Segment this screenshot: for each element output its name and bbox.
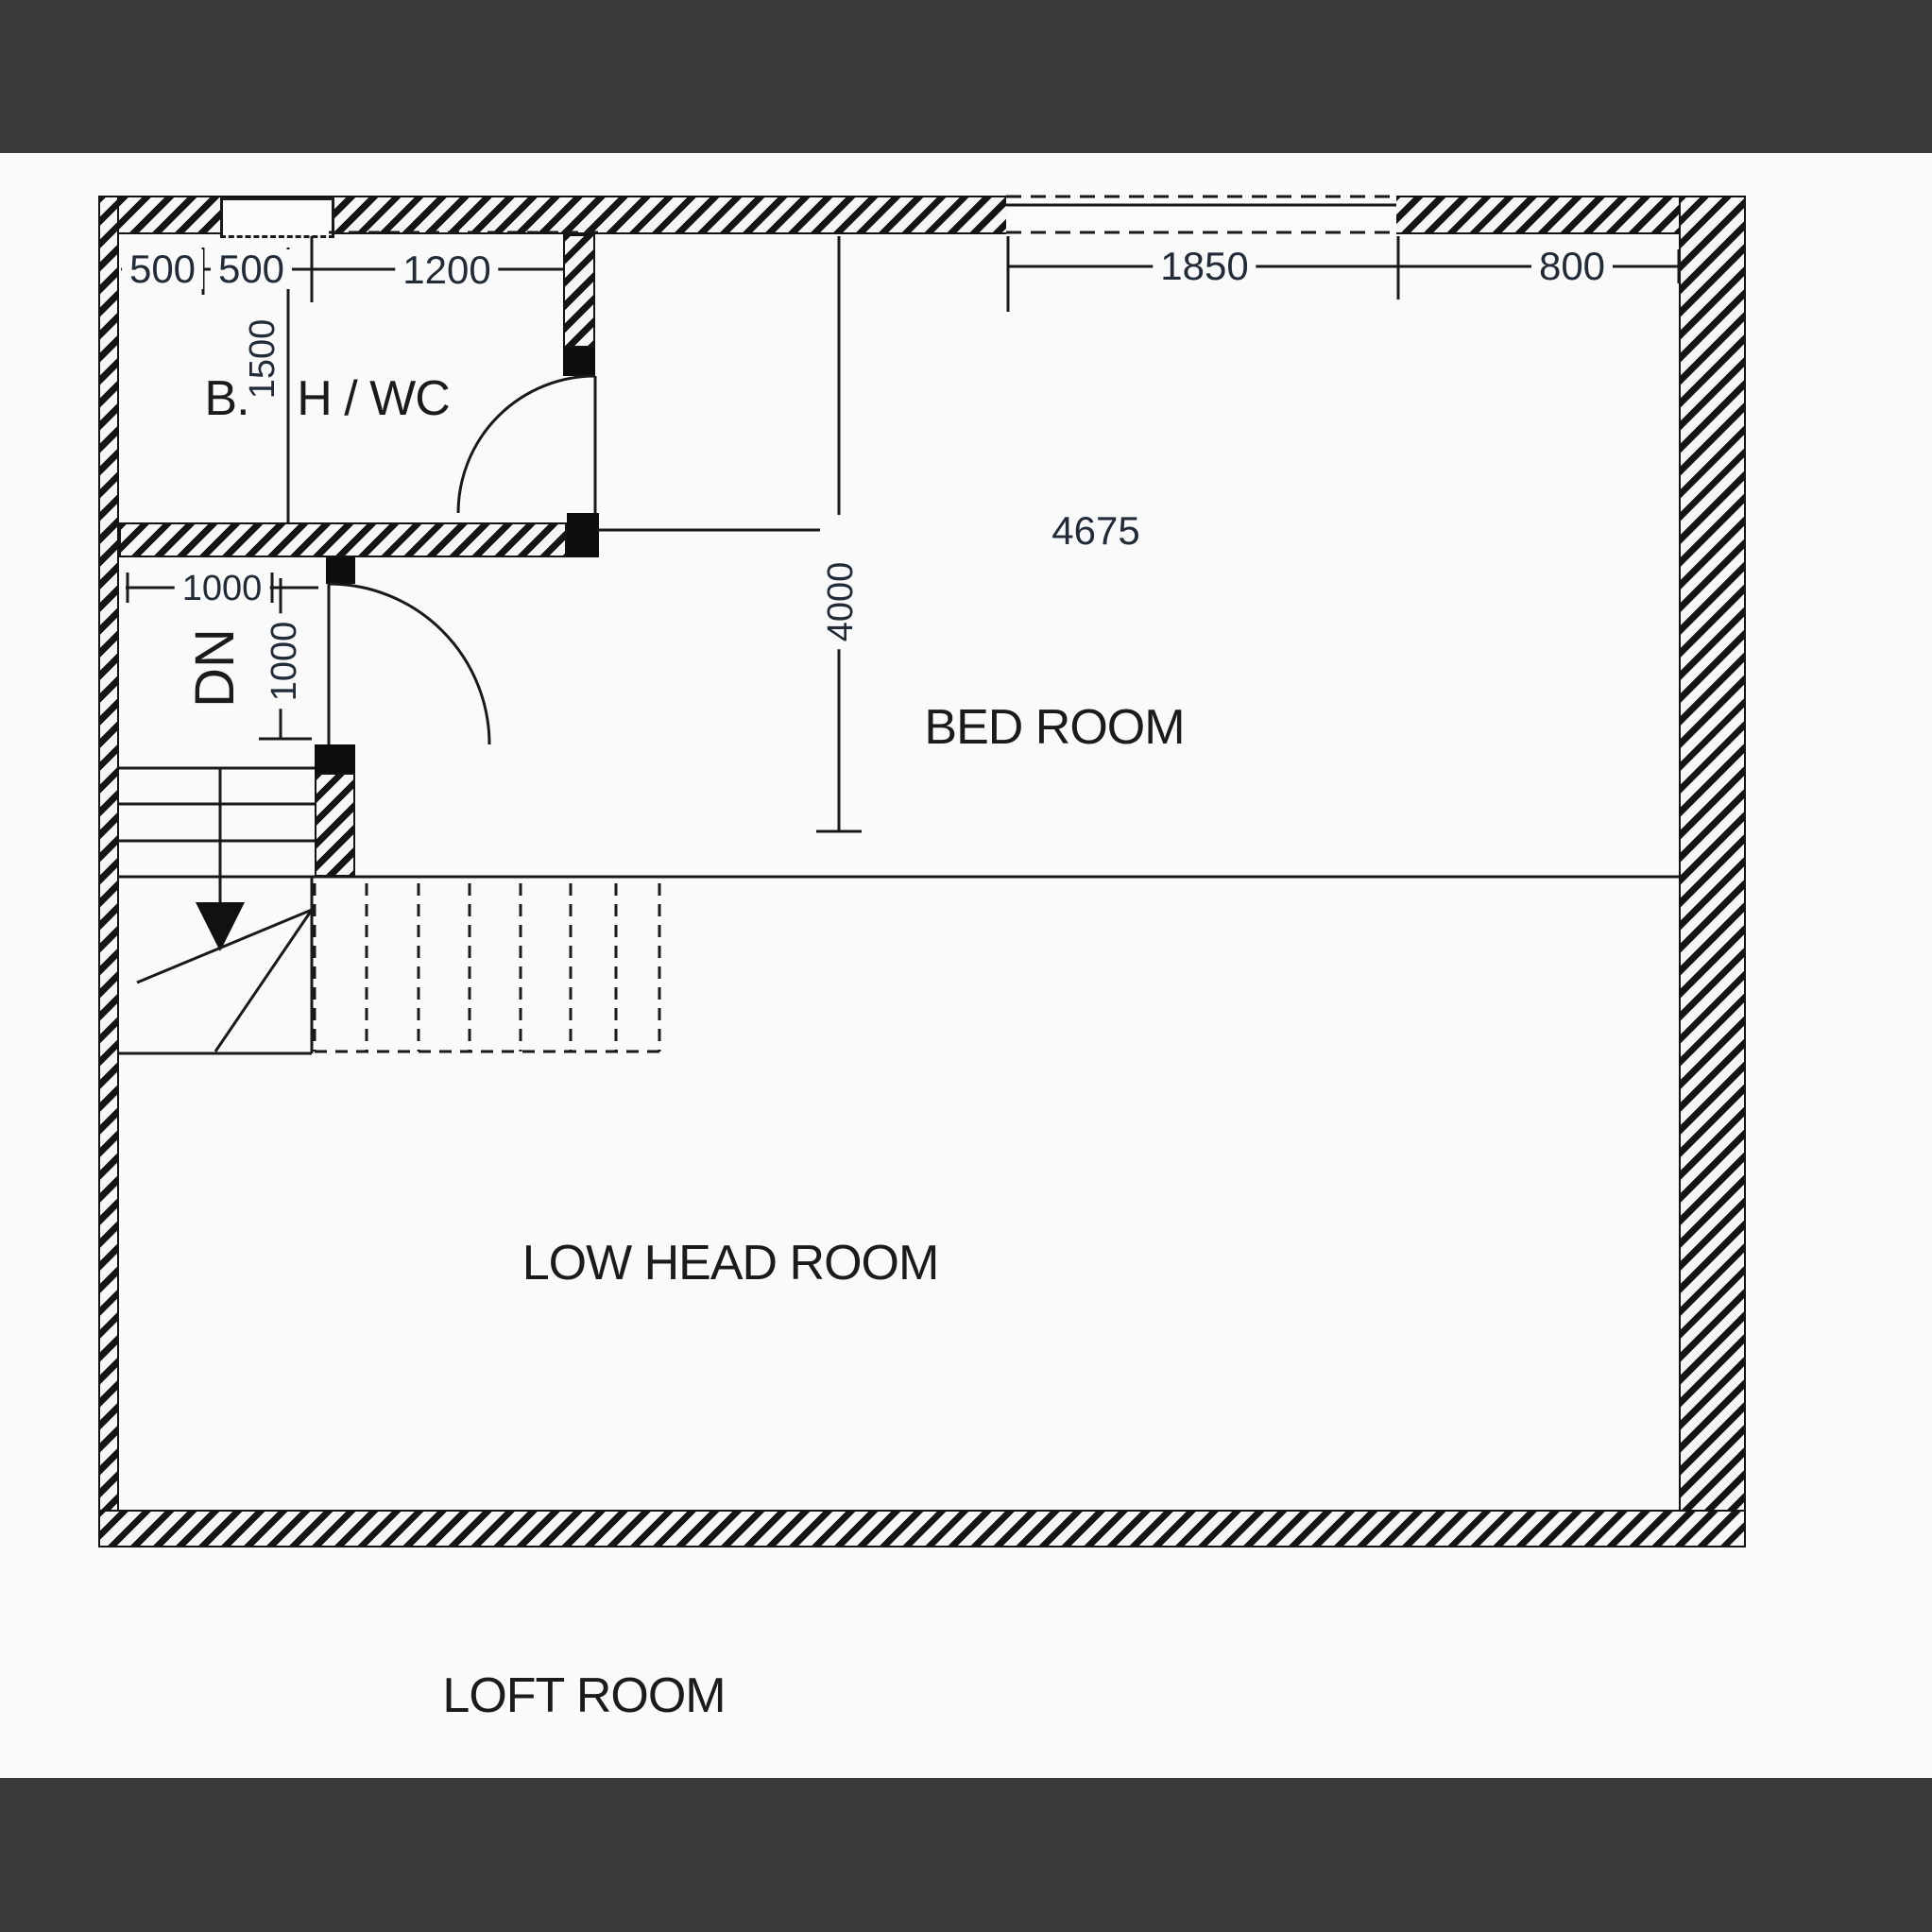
letterbox-bottom-bar xyxy=(0,1778,1932,1932)
low-head-room-label: LOW HEAD ROOM xyxy=(521,1236,940,1291)
wall-bathroom-right xyxy=(563,234,595,348)
bedroom-label: BED ROOM xyxy=(924,700,1185,755)
landing-door-jamb-bottom xyxy=(315,744,355,773)
wall-top xyxy=(98,196,1746,234)
dim-1200: 1200 xyxy=(395,250,499,290)
stair-break-line xyxy=(136,908,313,984)
dim-800: 800 xyxy=(1530,247,1614,286)
bathroom-label-right: H / WC xyxy=(297,371,451,426)
dim-1850: 1850 xyxy=(1153,247,1257,286)
hidden-stair-group xyxy=(313,883,661,1053)
letterbox-top-bar xyxy=(0,0,1932,153)
wall-landing-lower xyxy=(315,773,355,877)
bath-door-swing-arc xyxy=(456,374,596,514)
dim-1500: 1500 xyxy=(243,318,282,400)
wall-bottom xyxy=(98,1510,1746,1547)
down-arrow-icon xyxy=(196,902,245,951)
bath-door-jamb-bottom xyxy=(567,513,599,557)
window-small-icon xyxy=(220,197,334,238)
dim-4000: 4000 xyxy=(821,554,861,650)
stair-break-line xyxy=(214,909,314,1052)
bathroom-label-left: B. xyxy=(204,371,249,426)
stair-direction-label: DN xyxy=(184,628,246,708)
dim-4675: 4675 xyxy=(1051,508,1140,553)
dim-500-right: 500 xyxy=(210,249,293,289)
landing-door-swing-arc xyxy=(328,582,491,745)
wall-left xyxy=(98,196,119,1547)
wall-bathroom-landing xyxy=(119,522,567,557)
window-large-icon xyxy=(1006,194,1396,234)
dim-1000-horizontal: 1000 xyxy=(174,571,270,607)
bath-door-jamb-top xyxy=(563,348,595,376)
dim-1000-vertical: 1000 xyxy=(265,613,304,710)
wall-right xyxy=(1679,196,1746,1547)
landing-door-jamb-top xyxy=(326,557,355,584)
dim-500-left: 500 xyxy=(121,249,204,289)
loft-room-label: LOFT ROOM xyxy=(442,1668,726,1723)
